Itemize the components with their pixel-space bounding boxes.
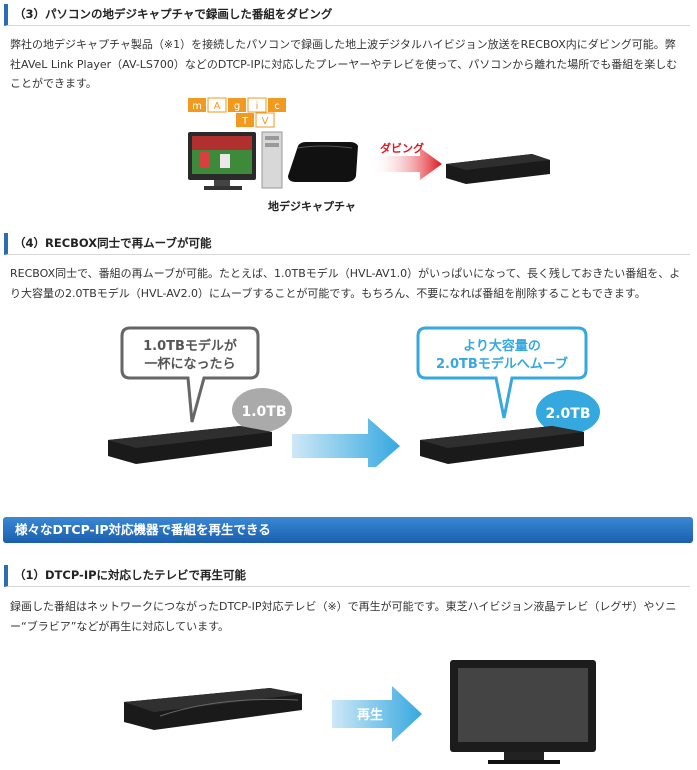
magic-letter: m	[192, 101, 202, 112]
magic-letter: c	[274, 101, 280, 112]
magic-letter: g	[234, 101, 240, 112]
dubbing-arrow-label: ダビング	[380, 141, 424, 155]
magic-tv-logo: m A g i c T V	[188, 97, 286, 128]
pc-monitor	[188, 132, 256, 190]
move-arrow	[292, 418, 400, 467]
play-arrow: 再生	[332, 686, 422, 742]
bubble-right-line1: より大容量の	[463, 338, 541, 354]
play-arrow-label: 再生	[357, 707, 383, 723]
section-heading-tv: （1）DTCP-IPに対応したテレビで再生可能	[4, 565, 690, 587]
magic-letter: V	[262, 116, 269, 127]
section-text-tv: 録画した番組はネットワークにつながったDTCP-IP対応テレビ（※）で再生が可能…	[10, 600, 677, 633]
bubble-left: 1.0TBモデルが 一杯になったら	[120, 326, 260, 423]
recbox-device-playback	[124, 688, 302, 730]
recbox-right	[420, 426, 584, 464]
badge-right	[536, 390, 600, 434]
section-heading-remove: （4）RECBOX同士で再ムーブが可能	[4, 233, 690, 255]
magic-letter: T	[241, 116, 249, 127]
section-text-remove: RECBOX同士で、番組の再ムーブが可能。たとえば、1.0TBモデル（HVL-A…	[10, 267, 681, 300]
dubbing-illustration: m A g i c T V ダビング	[188, 97, 550, 213]
badge-right-label: 2.0TB	[545, 406, 590, 422]
bubble-left-line2: 一杯になったら	[144, 356, 235, 372]
section-heading-dubbing: （3）パソコンの地デジキャプチャで録画した番組をダビング	[4, 4, 690, 26]
badge-left	[232, 388, 292, 432]
recbox-left	[108, 426, 272, 464]
bubble-left-line1: 1.0TBモデルが	[143, 338, 237, 354]
bubble-right: より大容量の 2.0TBモデルへムーブ	[416, 326, 588, 419]
bubble-right-line2: 2.0TBモデルへムーブ	[436, 356, 568, 372]
magic-letter: A	[214, 101, 221, 112]
dubbing-arrow: ダビング	[370, 141, 442, 180]
magic-letter: i	[256, 101, 259, 112]
playback-illustration: 再生	[124, 660, 596, 764]
tv-set	[450, 660, 596, 764]
section-text-dubbing: 弊社の地デジキャプチャ製品（※1）を接続したパソコンで録画した地上波デジタルハイ…	[10, 38, 678, 90]
recbox-device	[446, 154, 550, 184]
remove-illustration: 1.0TBモデルが 一杯になったら 1.0TB より大容量の 2.0TBモデルへ…	[108, 326, 600, 467]
pc-tower	[261, 131, 283, 189]
badge-left-label: 1.0TB	[241, 404, 286, 420]
capture-device-label: 地デジキャプチャ	[268, 199, 356, 213]
section-band-playback: 様々なDTCP-IP対応機器で番組を再生できる	[3, 517, 693, 543]
capture-device	[288, 142, 358, 182]
